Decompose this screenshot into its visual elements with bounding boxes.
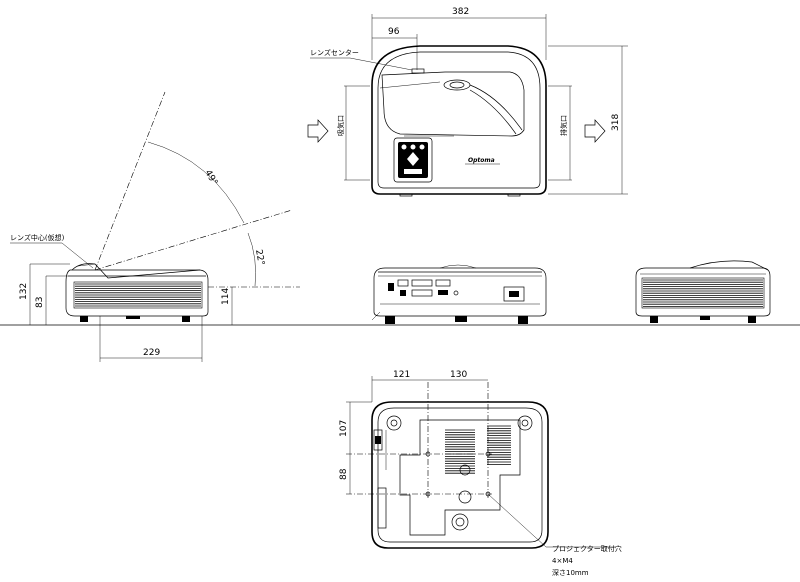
control-panel: [393, 137, 433, 183]
dim-height-body: 83: [35, 297, 45, 308]
exhaust-label: 排気口: [559, 115, 568, 136]
dim-height-lens: 114: [221, 288, 231, 305]
lens-center-virtual-label: レンズ中心(仮想): [10, 233, 65, 242]
dim-lens-offset: 96: [388, 27, 400, 37]
dim-107: 107: [339, 420, 349, 437]
mount-hole-spec: 4×M4: [552, 557, 573, 565]
top-view: Optoma 382 96 レンズセンター 318 吸気口 排気口: [307, 7, 628, 197]
dim-depth-top: 318: [611, 114, 621, 131]
bottom-vent-1: [445, 429, 475, 474]
mount-hole-label: プロジェクター取付穴: [552, 544, 622, 553]
dim-88: 88: [339, 468, 349, 480]
bottom-vent-2: [487, 425, 511, 465]
intake-label: 吸気口: [336, 115, 345, 136]
dim-height-total: 132: [19, 283, 29, 300]
mount-hole-depth: 深さ10mm: [552, 568, 589, 577]
front-vent-grille: [641, 277, 765, 309]
intake-arrow: [307, 119, 329, 143]
angle-lower-label: 22°: [253, 249, 266, 266]
side-vent-grille: [73, 281, 203, 309]
dim-130: 130: [450, 370, 467, 380]
bottom-foot-right: [517, 415, 533, 431]
side-view: 49° 22° レンズ中心(仮想) 132 83 114 229: [10, 91, 300, 362]
dim-121: 121: [393, 370, 410, 380]
front-view: [635, 260, 771, 323]
dim-depth-side: 229: [143, 348, 160, 358]
exhaust-arrow: [584, 119, 606, 143]
rear-view: [371, 264, 547, 324]
brand-logo: Optoma: [468, 157, 495, 164]
bottom-view: 121 130 107 88 プロジェクター取付穴 4×M4 深さ10mm: [339, 370, 622, 577]
bottom-foot-center: [451, 513, 469, 531]
bottom-foot-left: [386, 415, 402, 431]
lens-center-label: レンズセンター: [310, 48, 359, 57]
angle-upper-label: 49°: [202, 169, 219, 188]
dim-width: 382: [452, 7, 469, 17]
